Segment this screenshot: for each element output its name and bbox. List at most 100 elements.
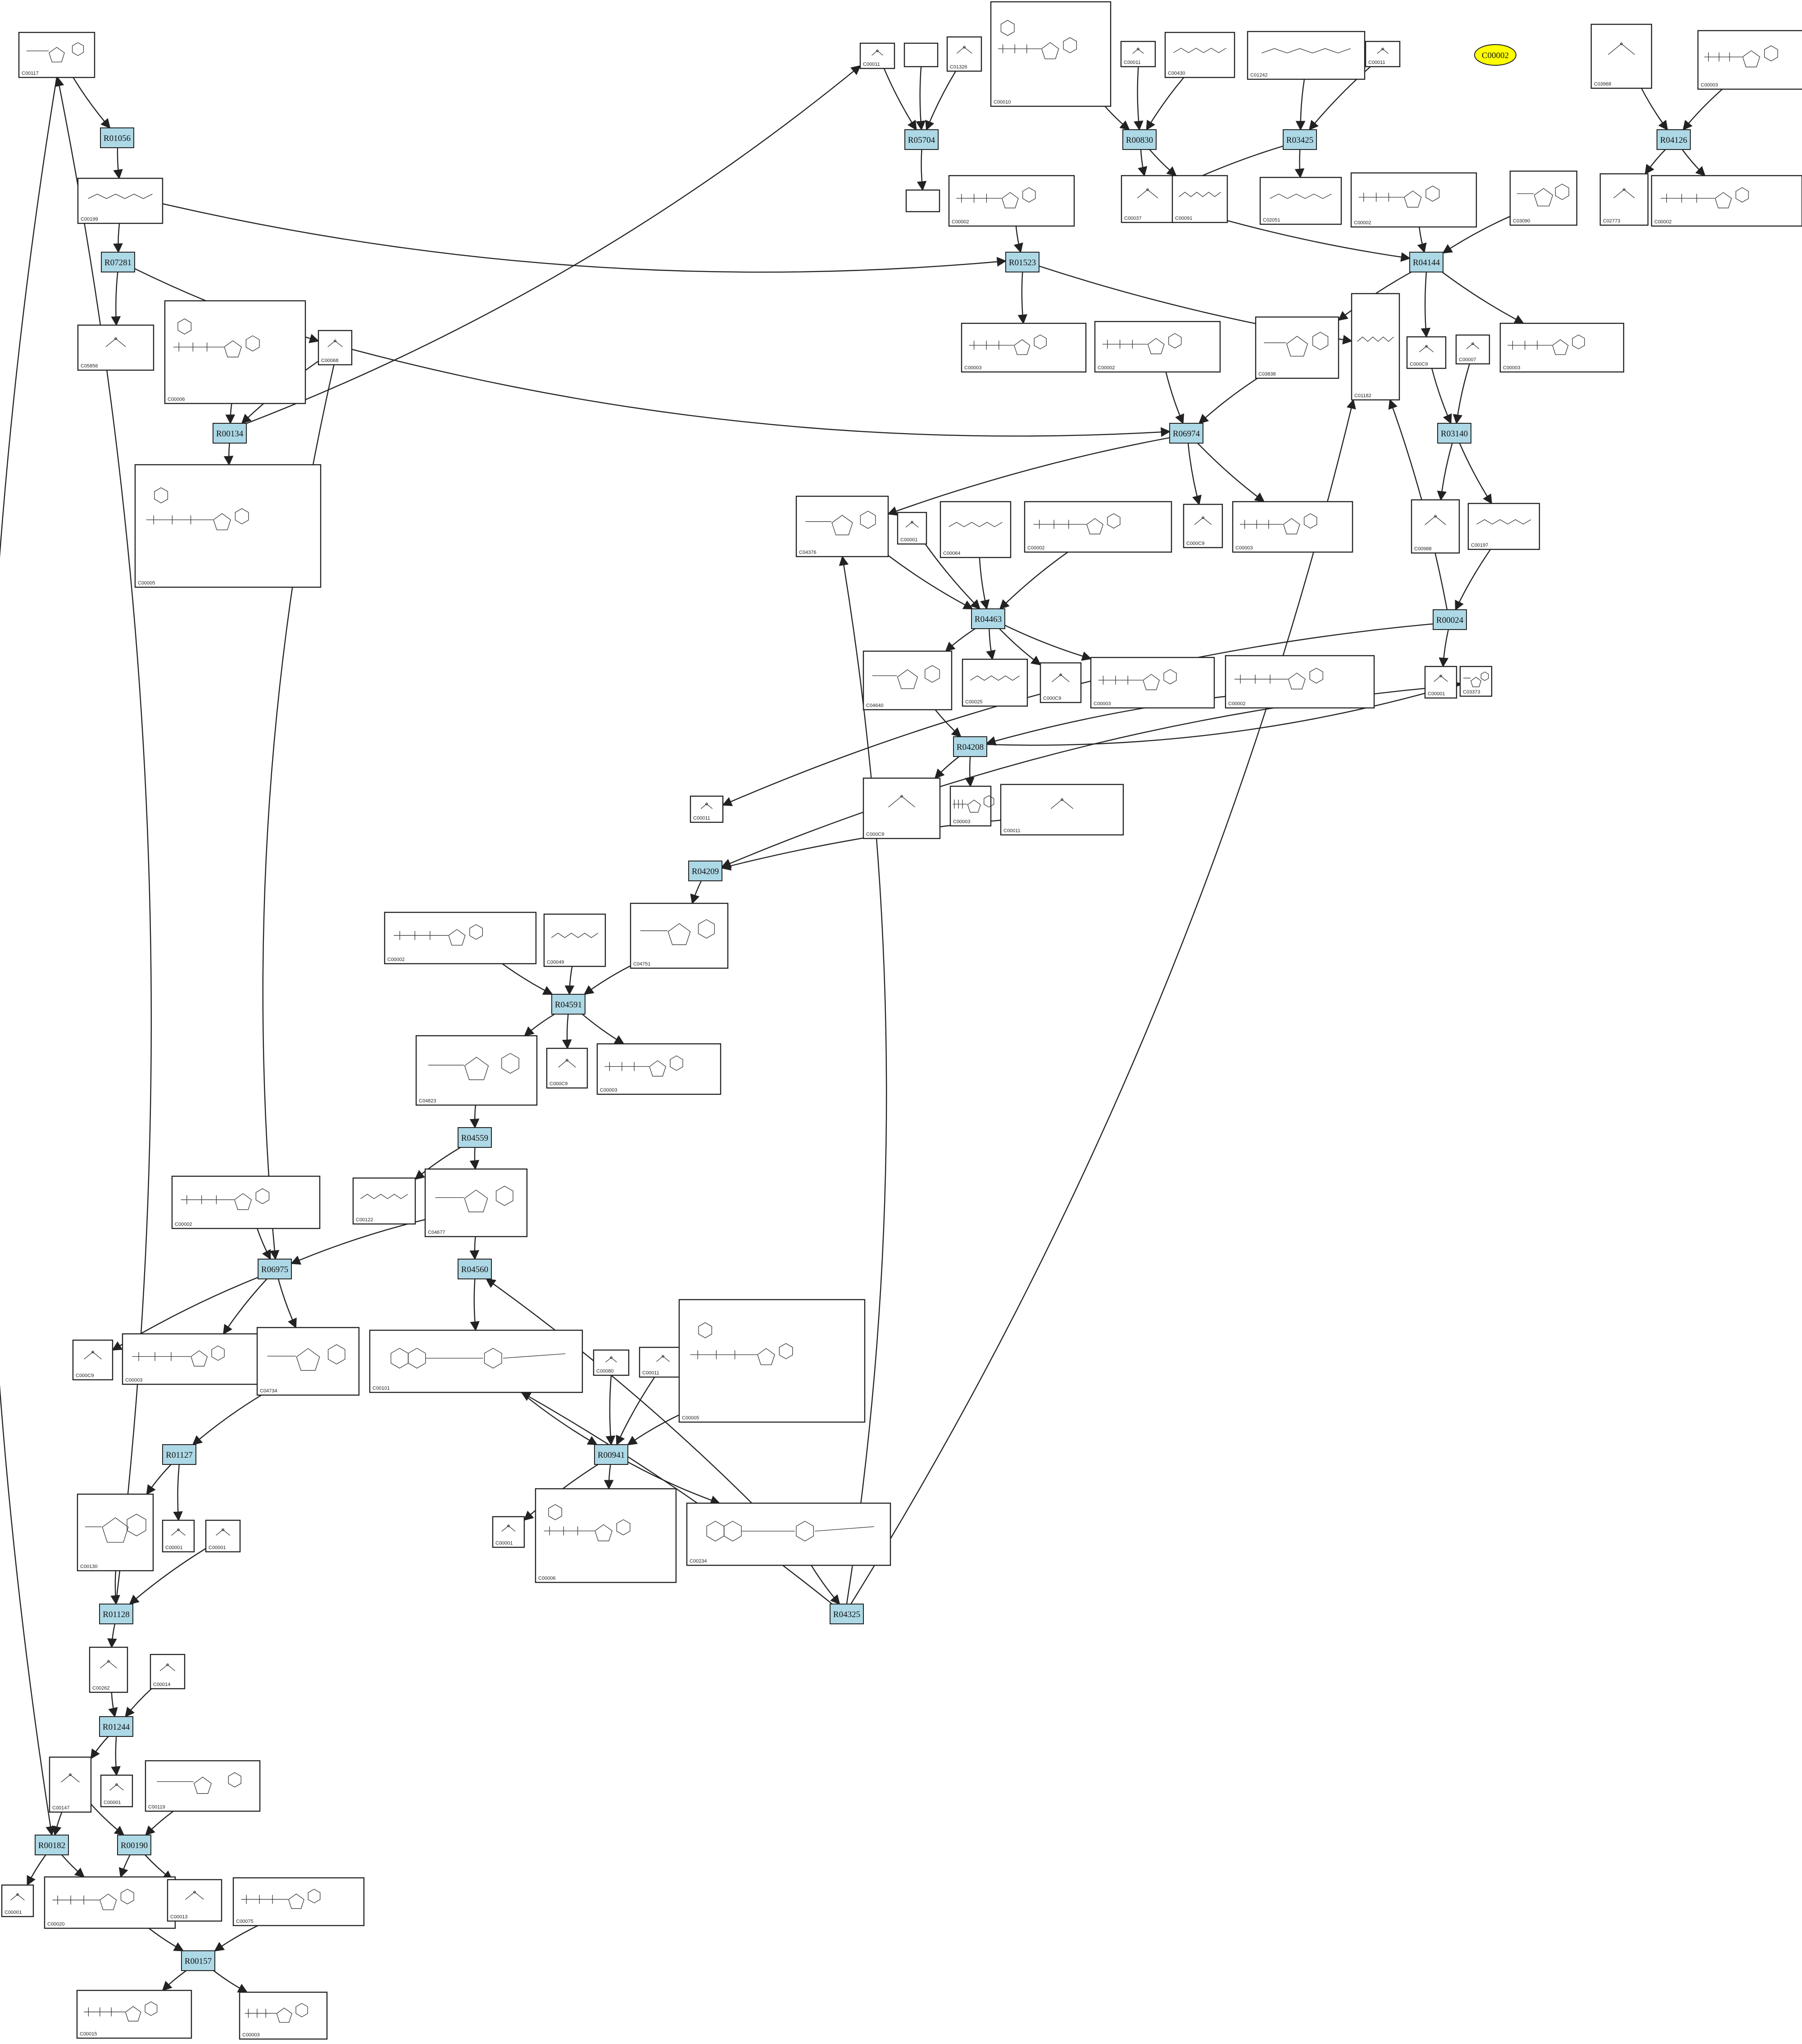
compound-node[interactable]: C00001 [205, 1519, 241, 1553]
compound-node[interactable]: C02773 [1599, 173, 1649, 226]
reaction-node[interactable]: R04591 [551, 994, 586, 1015]
compound-node[interactable]: C00122 [352, 1177, 416, 1225]
reaction-node[interactable]: R00134 [213, 423, 247, 444]
compound-box[interactable] [1365, 41, 1401, 68]
compound-node[interactable]: C00003 [1090, 657, 1215, 709]
compound-box[interactable] [1183, 503, 1223, 548]
reaction-box[interactable] [1283, 129, 1317, 150]
compound-box[interactable] [593, 1349, 630, 1376]
compound-box[interactable] [990, 1, 1112, 107]
compound-node[interactable]: C00011 [1120, 41, 1156, 68]
compound-node[interactable]: C00001 [492, 1516, 525, 1548]
compound-node[interactable]: C00005 [678, 1299, 866, 1423]
compound-box[interactable] [678, 1299, 866, 1423]
compound-node[interactable]: C00002 [1225, 655, 1375, 709]
reaction-node[interactable]: R06974 [1169, 423, 1203, 444]
compound-node[interactable]: C00001 [100, 1774, 133, 1808]
compound-node[interactable]: C00002 [1350, 172, 1477, 228]
compound-node[interactable]: C04640 [862, 650, 953, 711]
compound-box[interactable] [543, 913, 606, 967]
reaction-node[interactable]: R00190 [117, 1835, 151, 1855]
compound-box[interactable] [318, 330, 353, 366]
compound-node[interactable]: C00988 [1411, 499, 1460, 554]
reaction-node[interactable]: R07281 [101, 252, 135, 272]
compound-node[interactable]: C00015 [76, 1990, 192, 2039]
compound-box[interactable] [859, 42, 895, 69]
compound-node[interactable]: C000C9 [1039, 662, 1082, 703]
compound-box[interactable] [1411, 499, 1460, 554]
reaction-node[interactable]: R01523 [1005, 252, 1039, 272]
compound-node[interactable]: C00003 [1697, 30, 1802, 90]
compound-box[interactable] [1024, 501, 1172, 553]
compound-node[interactable]: C00002 [1094, 321, 1221, 373]
reaction-box[interactable] [1437, 423, 1471, 444]
compound-box[interactable] [100, 1774, 133, 1808]
compound-node[interactable]: C00117 [18, 32, 95, 78]
reaction-node[interactable]: R04463 [971, 608, 1005, 629]
compound-box[interactable] [1351, 293, 1400, 401]
compound-box[interactable] [690, 795, 724, 823]
reaction-box[interactable] [904, 129, 939, 150]
compound-box[interactable] [424, 1168, 528, 1237]
compound-node[interactable]: C03838 [1255, 316, 1339, 379]
compound-box[interactable] [162, 1519, 195, 1553]
compound-box[interactable] [1424, 666, 1457, 699]
compound-node[interactable]: C000C9 [1183, 503, 1223, 548]
compound-node[interactable]: C00080 [593, 1349, 630, 1376]
reaction-box[interactable] [117, 1835, 151, 1855]
compound-node[interactable]: C00001 [1, 1884, 34, 1917]
reaction-box[interactable] [258, 1259, 292, 1279]
compound-box[interactable] [72, 1339, 113, 1381]
compound-node[interactable]: C00001 [162, 1519, 195, 1553]
compound-node[interactable]: C00003 [239, 1991, 328, 2040]
compound-box[interactable] [44, 1876, 176, 1929]
compound-node[interactable]: C00147 [49, 1756, 92, 1813]
compound-box[interactable] [1651, 175, 1802, 227]
compound-node[interactable]: C00197 [1467, 503, 1540, 550]
reaction-box[interactable] [1409, 252, 1443, 272]
reaction-node[interactable]: R04325 [830, 1604, 864, 1624]
compound-box[interactable] [1697, 30, 1802, 90]
compound-node[interactable]: C04823 [415, 1035, 538, 1106]
compound-box[interactable] [205, 1519, 241, 1553]
reaction-node[interactable]: R00024 [1433, 609, 1467, 630]
compound-node[interactable]: C00037 [1121, 175, 1175, 223]
reaction-box[interactable] [971, 608, 1005, 629]
compound-box[interactable] [171, 1175, 321, 1229]
reaction-box[interactable] [101, 252, 135, 272]
compound-node[interactable]: C00005 [134, 464, 322, 588]
compound-node[interactable]: C00101 [369, 1329, 583, 1393]
compound-node[interactable]: C000C9 [862, 777, 941, 839]
compound-node[interactable]: C00001 [897, 512, 927, 545]
compound-box[interactable] [18, 32, 95, 78]
compound-box[interactable] [164, 300, 306, 404]
compound-node[interactable] [903, 42, 939, 68]
compound-box[interactable] [134, 464, 322, 588]
reaction-box[interactable] [458, 1259, 492, 1279]
compound-box[interactable] [145, 1760, 261, 1812]
reaction-node[interactable]: R01244 [99, 1716, 133, 1737]
compound-node[interactable]: C01242 [1247, 31, 1366, 80]
compound-node[interactable]: C00119 [145, 1760, 261, 1812]
reaction-box[interactable] [594, 1444, 628, 1465]
compound-box[interactable] [1350, 172, 1477, 228]
compound-box[interactable] [77, 324, 154, 371]
compound-node[interactable]: C00003 [596, 1043, 722, 1095]
compound-node[interactable]: C00430 [1164, 32, 1235, 78]
reaction-box[interactable] [100, 127, 134, 148]
compound-node[interactable]: C00002 [1651, 175, 1802, 227]
compound-box[interactable] [961, 322, 1087, 373]
compound-box[interactable] [897, 512, 927, 545]
compound-node[interactable]: C00049 [543, 913, 606, 967]
reaction-node[interactable]: R01128 [99, 1604, 133, 1624]
compound-box[interactable] [232, 1877, 365, 1926]
reaction-node[interactable]: R00830 [1122, 129, 1157, 150]
reaction-box[interactable] [1122, 129, 1157, 150]
compound-node[interactable]: C00130 [77, 1493, 154, 1572]
compound-box[interactable] [535, 1488, 677, 1583]
compound-box[interactable] [1259, 177, 1342, 225]
reaction-box[interactable] [1433, 609, 1467, 630]
compound-box[interactable] [1467, 503, 1540, 550]
compound-box[interactable] [239, 1991, 328, 2040]
reaction-box[interactable] [953, 736, 987, 757]
